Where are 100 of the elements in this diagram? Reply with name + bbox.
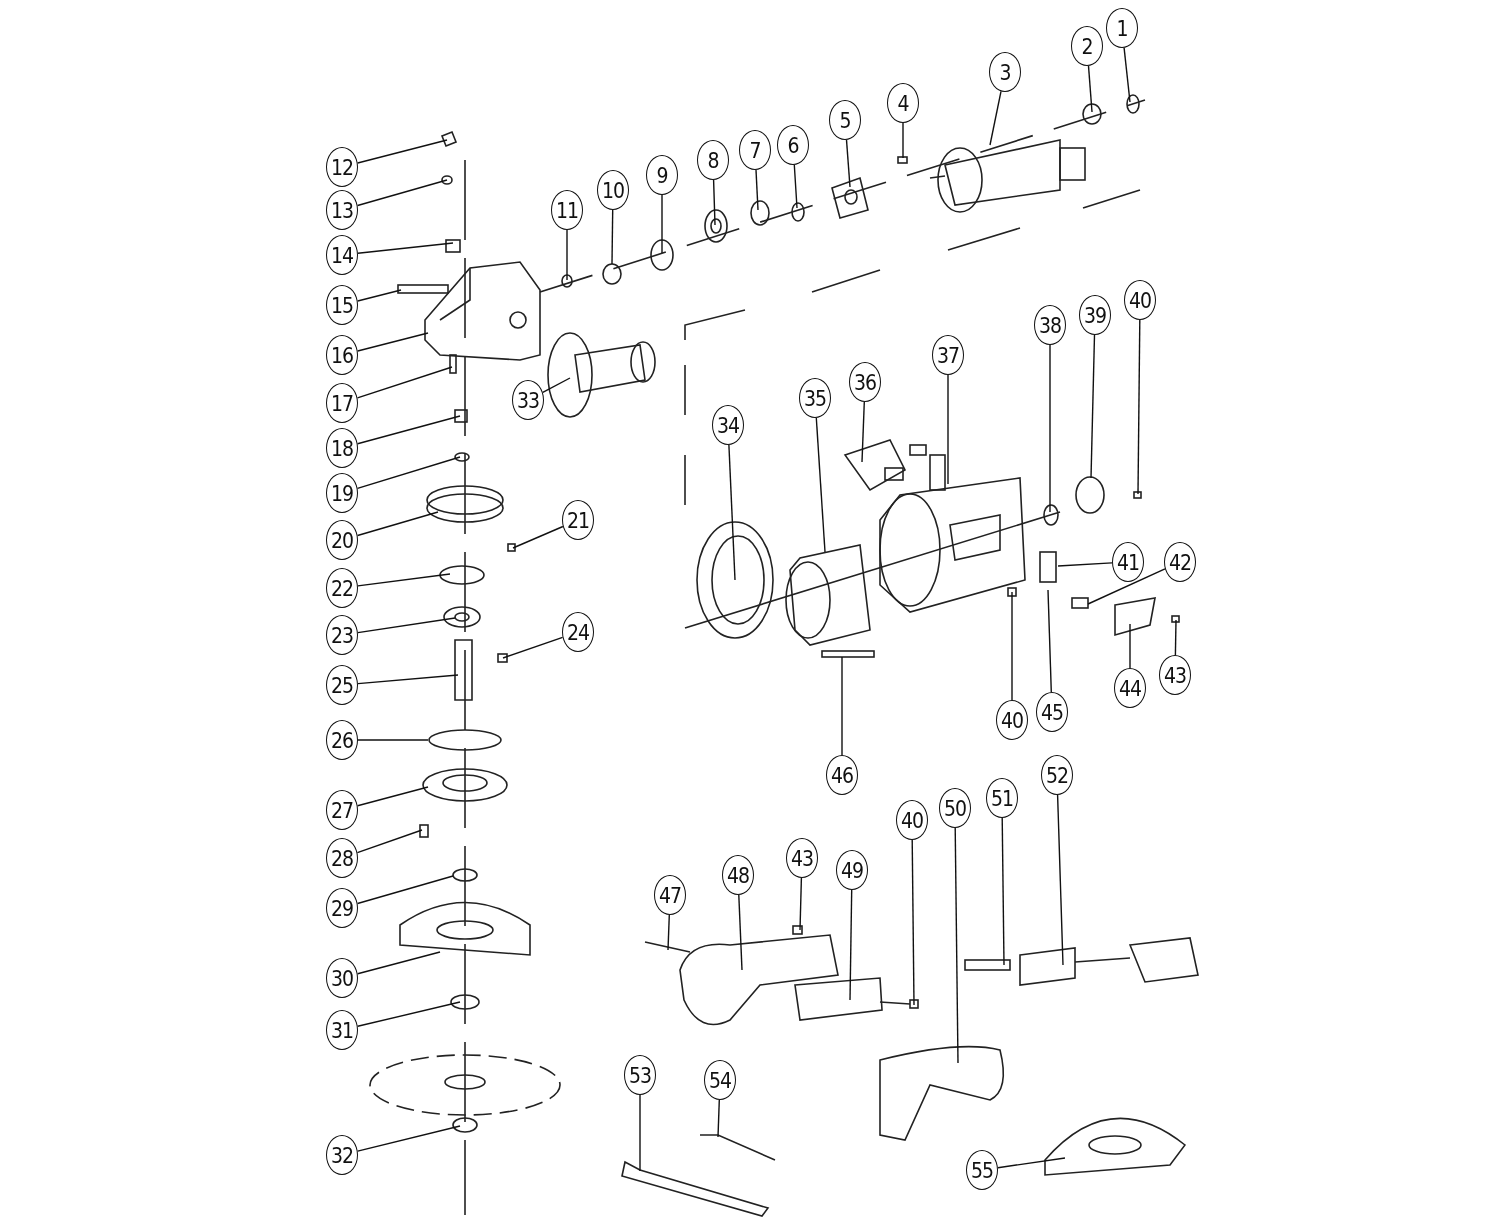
callout-number: 1 xyxy=(1106,8,1138,48)
callout-number: 7 xyxy=(739,130,771,170)
callout-number: 35 xyxy=(799,378,831,418)
leader-line xyxy=(712,179,716,226)
callout-number: 42 xyxy=(1164,542,1196,582)
leader-line xyxy=(639,1094,641,1172)
callout-number: 49 xyxy=(836,850,868,890)
callout-number: 6 xyxy=(777,125,809,165)
callout-number: 12 xyxy=(326,147,358,187)
leader-line xyxy=(845,139,851,188)
leader-line xyxy=(357,289,402,302)
callout-number: 32 xyxy=(326,1135,358,1175)
callout-number: 37 xyxy=(932,335,964,375)
leader-line xyxy=(1087,568,1166,605)
callout-number: 40 xyxy=(1124,280,1156,320)
callout-number: 28 xyxy=(326,838,358,878)
leader-line xyxy=(357,951,441,975)
leader-line xyxy=(1011,591,1013,701)
leader-line xyxy=(356,179,448,207)
leader-line xyxy=(1129,623,1131,669)
callout-number: 46 xyxy=(826,755,858,795)
leader-line xyxy=(357,617,456,634)
leader-line xyxy=(356,456,461,489)
callout-number: 4 xyxy=(887,83,919,123)
leader-line xyxy=(357,739,429,741)
callout-number: 19 xyxy=(326,473,358,513)
callout-number: 9 xyxy=(646,155,678,195)
leader-line xyxy=(356,366,453,399)
callout-number: 47 xyxy=(654,875,686,915)
leader-line xyxy=(357,139,448,164)
leader-line xyxy=(611,209,614,265)
leader-line xyxy=(849,889,853,1001)
leader-line xyxy=(815,417,826,553)
callout-number: 8 xyxy=(697,140,729,180)
leader-line xyxy=(566,229,568,281)
leader-line xyxy=(1057,562,1113,567)
callout-number: 48 xyxy=(722,855,754,895)
callout-number: 52 xyxy=(1041,755,1073,795)
callout-number: 11 xyxy=(551,190,583,230)
callout-number: 18 xyxy=(326,428,358,468)
leader-line xyxy=(661,194,663,254)
callout-number: 54 xyxy=(704,1060,736,1100)
callout-number: 17 xyxy=(326,383,358,423)
leader-line xyxy=(1137,319,1141,495)
leader-line xyxy=(542,377,571,393)
leader-line xyxy=(356,415,461,445)
callout-number: 14 xyxy=(326,235,358,275)
callout-number: 55 xyxy=(966,1150,998,1190)
leader-line xyxy=(357,1125,461,1152)
callout-number: 38 xyxy=(1034,305,1066,345)
leader-line xyxy=(738,894,743,971)
leader-line xyxy=(1001,817,1005,966)
callout-number: 30 xyxy=(326,958,358,998)
leader-line xyxy=(1090,334,1096,479)
leader-line xyxy=(793,164,798,209)
leader-line xyxy=(356,829,423,854)
callout-number: 40 xyxy=(996,700,1028,740)
callout-number: 40 xyxy=(896,800,928,840)
callout-number: 50 xyxy=(939,788,971,828)
leader-line xyxy=(512,525,564,549)
callout-number: 51 xyxy=(986,778,1018,818)
leader-line xyxy=(502,636,564,659)
leader-line xyxy=(755,169,759,211)
callout-number: 34 xyxy=(712,405,744,445)
leader-line xyxy=(728,444,736,581)
leader-line xyxy=(356,511,439,537)
leader-line xyxy=(1087,65,1093,113)
leader-line xyxy=(357,674,459,685)
leader-line xyxy=(357,242,454,254)
callout-number: 23 xyxy=(326,615,358,655)
leader-line xyxy=(357,332,429,352)
leader-line xyxy=(841,656,843,756)
callout-number: 26 xyxy=(326,720,358,760)
callout-number: 3 xyxy=(989,52,1021,92)
leader-line xyxy=(947,374,949,485)
callout-number: 41 xyxy=(1112,542,1144,582)
leader-line xyxy=(954,827,959,1064)
callout-number: 31 xyxy=(326,1010,358,1050)
callout-number: 45 xyxy=(1036,692,1068,732)
callout-number: 13 xyxy=(326,190,358,230)
callout-number: 44 xyxy=(1114,668,1146,708)
callout-number: 43 xyxy=(786,838,818,878)
leader-line xyxy=(989,90,1002,146)
callout-number: 5 xyxy=(829,100,861,140)
callout-number: 36 xyxy=(849,362,881,402)
callout-number: 24 xyxy=(562,612,594,652)
leader-line xyxy=(356,875,454,905)
callout-number: 20 xyxy=(326,520,358,560)
leader-line xyxy=(1049,344,1051,513)
callout-number: 16 xyxy=(326,335,358,375)
callout-number: 22 xyxy=(326,568,358,608)
leader-line xyxy=(717,1099,720,1138)
callout-number: 33 xyxy=(512,380,544,420)
leader-line xyxy=(1056,794,1064,966)
callout-number: 10 xyxy=(597,170,629,210)
leader-line xyxy=(667,914,670,951)
callout-number: 43 xyxy=(1159,655,1191,695)
leader-line xyxy=(357,573,451,587)
leader-line xyxy=(911,839,915,1006)
leader-line xyxy=(357,1001,461,1027)
